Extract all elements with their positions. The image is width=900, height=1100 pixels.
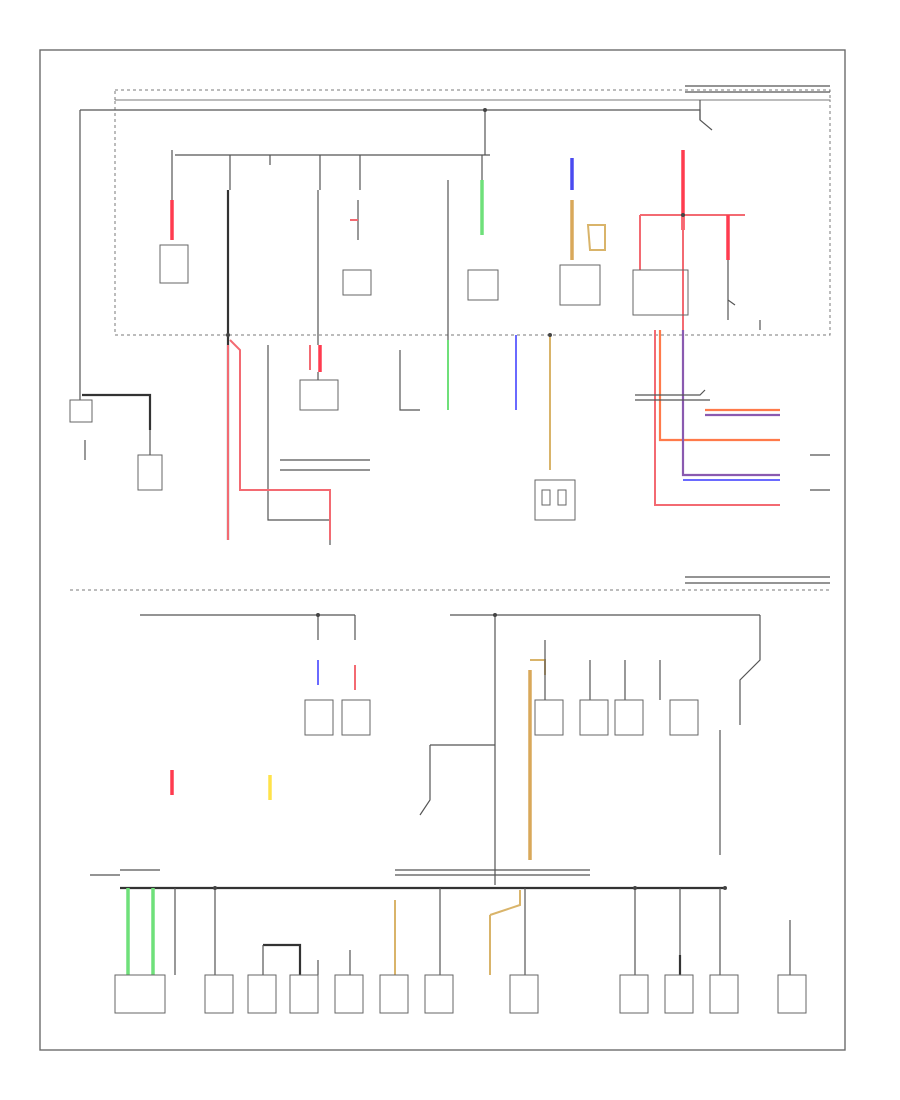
battery-symbol xyxy=(69,399,93,423)
relay-left xyxy=(159,244,189,284)
lower-section xyxy=(90,613,807,1014)
battery-cable xyxy=(82,393,152,430)
starter-motor xyxy=(137,454,163,491)
battery-feed-wire xyxy=(79,109,115,400)
under-hood-relay-box xyxy=(114,99,831,336)
connector-block xyxy=(534,479,576,521)
underhood-box-tab xyxy=(114,89,831,101)
upper-section xyxy=(69,85,831,545)
diagram-frame xyxy=(39,49,846,1051)
